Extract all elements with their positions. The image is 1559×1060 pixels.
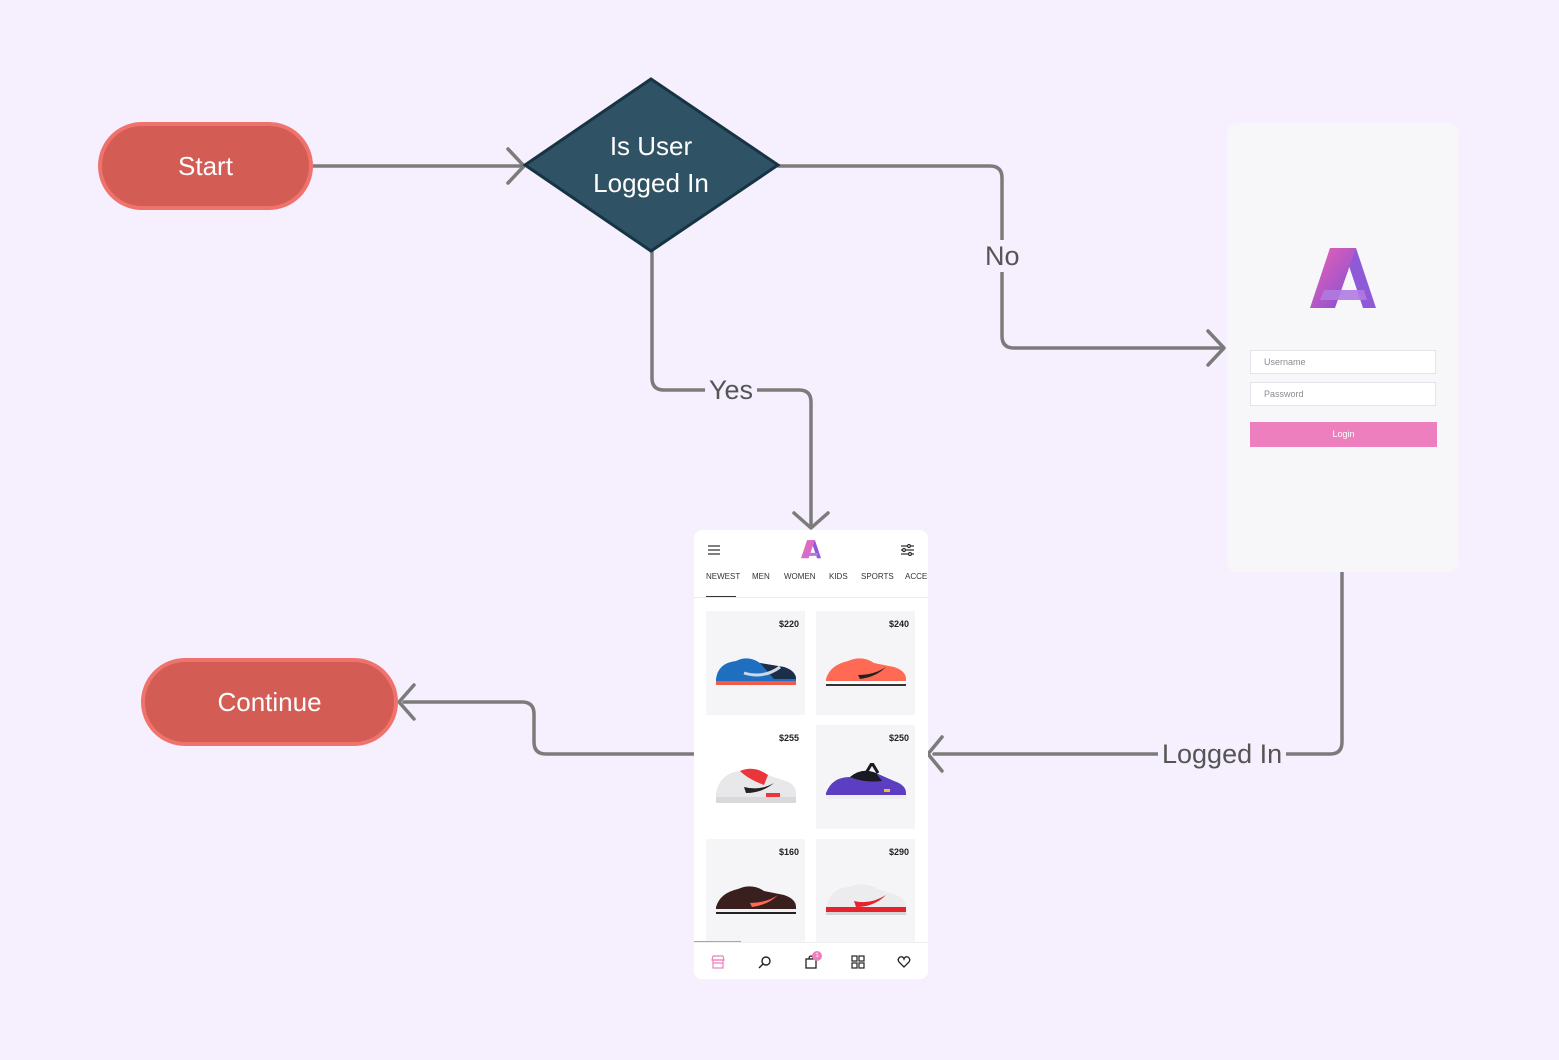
product-card[interactable]: $160 [706,839,805,943]
product-card[interactable]: $240 [816,611,915,715]
product-price: $240 [888,619,909,629]
username-placeholder: Username [1264,357,1306,367]
decision-label-line2: Logged In [593,168,709,198]
arrowhead-login [1206,329,1226,367]
tab-men[interactable]: MEN [752,572,770,581]
product-price: $255 [778,733,799,743]
decision-diamond [522,77,781,253]
product-card[interactable]: $250 [816,725,915,829]
store-icon[interactable] [711,955,725,969]
sneaker-image [826,658,906,686]
sneaker-image [826,884,906,915]
active-tab-indicator [706,596,736,597]
sneaker-image [826,763,906,799]
product-price: $290 [888,847,909,857]
connector-continue [402,700,695,756]
decision-label: Is User Logged In [525,128,777,202]
filter-icon[interactable] [900,543,915,557]
arrowhead-continue [397,683,416,721]
password-field[interactable]: Password [1250,382,1436,406]
product-price: $220 [778,619,799,629]
continue-label: Continue [217,686,322,717]
tab-accessories[interactable]: ACCES [905,572,928,581]
username-field[interactable]: Username [1250,350,1436,374]
login-button[interactable]: Login [1250,422,1437,447]
product-card[interactable]: $255 [706,725,805,829]
edge-label-logged-in: Logged In [1158,738,1287,770]
brand-a-logo-icon [1310,248,1376,308]
arrowhead-shop [792,511,830,530]
start-node[interactable]: Start [98,122,313,210]
sneaker-image [716,658,796,685]
decision-label-line1: Is User [609,131,693,161]
product-price: $160 [778,847,799,857]
continue-node[interactable]: Continue [141,658,398,746]
tab-sports[interactable]: SPORTS [861,572,894,581]
start-label: Start [178,150,233,181]
arrowhead-shop-right [926,735,944,773]
tab-newest[interactable]: NEWEST [706,572,741,581]
product-card[interactable]: $290 [816,839,915,943]
password-placeholder: Password [1264,389,1304,399]
bottom-nav: 1 [694,942,928,979]
tab-kids[interactable]: KIDS [829,572,848,581]
heart-icon[interactable] [897,955,911,969]
product-price: $250 [888,733,909,743]
connector-logged-in [932,570,1344,756]
menu-icon[interactable] [707,544,721,556]
product-card[interactable]: $220 [706,611,805,715]
search-icon[interactable] [758,955,772,969]
login-screen: Username Password Login [1227,123,1458,572]
category-tabs: NEWEST MEN WOMEN KIDS SPORTS ACCES [694,572,928,598]
sneaker-image [716,886,796,914]
tabs-divider [694,597,928,598]
brand-a-small-icon [801,540,821,559]
shop-screen: NEWEST MEN WOMEN KIDS SPORTS ACCES $220 … [694,530,928,979]
cart-count-badge: 1 [812,951,822,961]
sneaker-image [716,768,796,803]
tab-women[interactable]: WOMEN [784,572,816,581]
edge-label-no: No [981,240,1024,272]
edge-label-yes: Yes [705,374,758,406]
grid-icon[interactable] [851,955,865,969]
